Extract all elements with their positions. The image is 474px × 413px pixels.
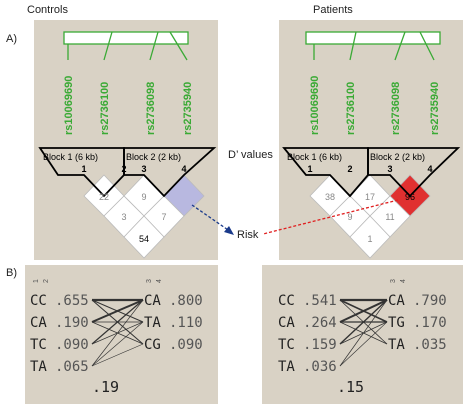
- patients-haplotype-table: 3 4 CC .541 CA .264 TC .159 TA .036 CA .…: [278, 279, 447, 396]
- patients-marker-3: 3: [387, 164, 392, 174]
- controls-haplotype-connectors: [91, 298, 144, 367]
- controls-dprime-1-2: 22: [99, 192, 109, 202]
- patients-risk-arrow: [262, 199, 399, 235]
- controls-gene-map: [63, 31, 189, 61]
- controls-snp-label-4: rs2735940: [182, 82, 194, 135]
- controls-marker-1: 1: [81, 164, 86, 174]
- controls-block1-label: Block 1 (6 kb): [43, 152, 98, 162]
- controls-b2-freq-2: .110: [169, 315, 203, 331]
- controls-title: Controls: [27, 4, 68, 16]
- patients-b2-freq-2: .170: [413, 315, 447, 331]
- patients-dprime-1-4: 1: [367, 234, 372, 244]
- patients-b1-hap-1: CC: [278, 293, 295, 309]
- patients-title: Patients: [313, 4, 353, 16]
- patients-b1-freq-3: .159: [303, 337, 337, 353]
- patients-dprime-1-2: 38: [325, 192, 335, 202]
- patients-b1-hap-3: TC: [278, 337, 295, 353]
- controls-b2-hap-2: TA: [144, 315, 161, 331]
- patients-gene-map: [305, 31, 441, 61]
- controls-b1-hap-2: CA: [30, 315, 47, 331]
- controls-header-marker-1: 1: [33, 279, 40, 283]
- patients-b2-freq-3: .035: [413, 337, 447, 353]
- patients-b1-freq-4: .036: [303, 359, 337, 375]
- patients-marker-2: 2: [347, 164, 352, 174]
- controls-snp-labels: rs10069690 rs2736100 rs2736098 rs2735940: [63, 76, 194, 135]
- patients-multiallelic-dprime: .15: [337, 378, 364, 396]
- controls-snp-label-3: rs2736098: [145, 82, 157, 135]
- patients-b2-hap-1: CA: [388, 293, 405, 309]
- patients-dprime-2-3: 17: [365, 192, 375, 202]
- controls-header-marker-4: 4: [156, 279, 163, 283]
- patients-snp-label-2: rs2736100: [345, 82, 357, 135]
- dprime-values-label: D’ values: [228, 149, 273, 161]
- controls-b1-hap-4: TA: [30, 359, 47, 375]
- controls-b1-freq-2: .190: [55, 315, 89, 331]
- patients-b2-hap-3: TA: [388, 337, 405, 353]
- controls-snp-label-2: rs2736100: [99, 82, 111, 135]
- panel-label-b: B): [6, 267, 17, 279]
- controls-header-marker-2: 2: [43, 279, 50, 283]
- controls-dprime-2-3: 9: [141, 192, 146, 202]
- patients-b2-freq-1: .790: [413, 293, 447, 309]
- patients-ld-plot: Block 1 (6 kb) Block 2 (2 kb) 1 2 3 4 38…: [282, 147, 461, 259]
- patients-header-marker-4: 4: [400, 279, 407, 283]
- patients-snp-labels: rs10069690 rs2736100 rs2736098 rs2735940: [309, 76, 441, 135]
- patients-block2-label: Block 2 (2 kb): [370, 152, 425, 162]
- controls-multiallelic-dprime: .19: [92, 378, 119, 396]
- patients-snp-label-1: rs10069690: [309, 76, 321, 135]
- patients-b2-hap-2: TG: [388, 315, 405, 331]
- controls-b1-hap-3: TC: [30, 337, 47, 353]
- panel-label-a: A): [6, 33, 17, 45]
- controls-marker-3: 3: [141, 164, 146, 174]
- controls-b1-hap-1: CC: [30, 293, 47, 309]
- patients-header-marker-3: 3: [390, 279, 397, 283]
- controls-haplotype-table: 1 2 3 4 CC .655 CA .190 TC .090 TA .065 …: [30, 279, 203, 396]
- controls-dprime-1-3: 3: [121, 212, 126, 222]
- patients-b1-hap-2: CA: [278, 315, 295, 331]
- patients-b1-freq-2: .264: [303, 315, 337, 331]
- controls-b2-freq-3: .090: [169, 337, 203, 353]
- controls-marker-4: 4: [181, 164, 186, 174]
- patients-dprime-1-3: 9: [347, 212, 352, 222]
- patients-block1-label: Block 1 (6 kb): [287, 152, 342, 162]
- patients-dprime-3-4: 96: [405, 192, 415, 202]
- patients-ld-cell-1-4: [349, 215, 391, 259]
- controls-dprime-2-4: 7: [161, 212, 166, 222]
- patients-block2-outline: [367, 147, 461, 198]
- controls-b2-hap-3: CG: [144, 337, 161, 353]
- patients-haplotype-connectors: [339, 298, 388, 367]
- controls-snp-label-1: rs10069690: [63, 76, 75, 135]
- controls-b2-freq-1: .800: [169, 293, 203, 309]
- patients-snp-label-4: rs2735940: [429, 82, 441, 135]
- patients-b1-freq-1: .541: [303, 293, 337, 309]
- controls-block2-label: Block 2 (2 kb): [126, 152, 181, 162]
- controls-b2-hap-1: CA: [144, 293, 161, 309]
- risk-label: Risk: [237, 229, 259, 241]
- controls-b1-freq-4: .065: [55, 359, 89, 375]
- controls-b1-freq-1: .655: [55, 293, 89, 309]
- controls-b1-freq-3: .090: [55, 337, 89, 353]
- patients-marker-4: 4: [427, 164, 432, 174]
- controls-ld-cell-1-4: [123, 215, 165, 259]
- controls-block2-outline: [123, 147, 217, 198]
- patients-marker-1: 1: [307, 164, 312, 174]
- controls-risk-arrow: [191, 204, 232, 233]
- patients-b1-hap-4: TA: [278, 359, 295, 375]
- controls-marker-2: 2: [121, 164, 126, 174]
- patients-snp-label-3: rs2736098: [390, 82, 402, 135]
- controls-risk-arrowhead: [224, 226, 234, 235]
- patients-dprime-2-4: 11: [385, 212, 394, 222]
- controls-dprime-1-4: 54: [139, 234, 149, 244]
- controls-header-marker-3: 3: [146, 279, 153, 283]
